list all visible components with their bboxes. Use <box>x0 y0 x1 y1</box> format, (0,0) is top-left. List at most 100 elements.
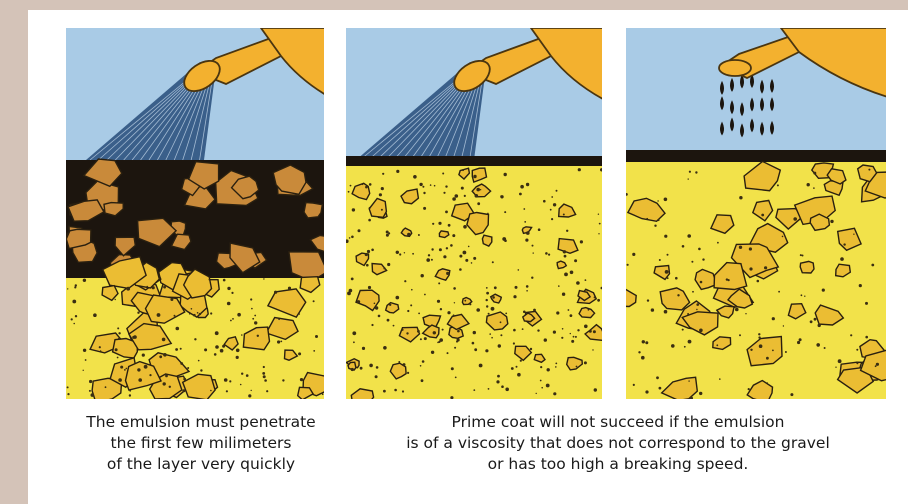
grain <box>699 392 702 395</box>
grain <box>424 294 426 296</box>
grain <box>505 388 509 392</box>
grain <box>91 393 95 397</box>
grain <box>524 221 526 223</box>
grain <box>254 315 256 317</box>
grain <box>547 368 550 371</box>
grain <box>594 388 597 391</box>
grain <box>573 336 575 338</box>
grain <box>187 367 189 369</box>
grain <box>513 329 516 332</box>
grain <box>174 315 176 317</box>
grain <box>378 315 381 318</box>
grain <box>766 382 768 384</box>
grain <box>800 254 802 256</box>
grain <box>197 312 199 314</box>
grain <box>442 329 444 331</box>
grain <box>142 354 145 357</box>
grain <box>85 359 87 361</box>
grain <box>735 308 739 312</box>
grain <box>530 348 532 350</box>
grain <box>455 194 459 198</box>
grain <box>492 296 495 299</box>
grain <box>351 278 354 281</box>
grain <box>759 344 763 348</box>
grain <box>745 313 746 314</box>
grain <box>180 362 183 365</box>
grain <box>440 308 442 310</box>
grain <box>402 390 404 392</box>
grain <box>117 327 119 329</box>
grain <box>675 277 678 280</box>
grain <box>553 331 556 334</box>
grain <box>439 338 443 342</box>
stone <box>386 303 399 313</box>
grain <box>688 380 689 381</box>
grain <box>165 375 168 378</box>
grain <box>813 172 816 175</box>
grain <box>454 347 456 349</box>
grain <box>252 318 254 320</box>
grain <box>386 234 389 237</box>
grain <box>749 247 752 250</box>
grain <box>407 310 409 312</box>
grain <box>473 331 476 334</box>
grain <box>362 347 365 350</box>
grain <box>73 323 75 325</box>
grain <box>124 369 126 371</box>
grain <box>129 390 131 392</box>
grain <box>352 331 356 335</box>
grain <box>452 234 455 237</box>
grain <box>126 368 128 370</box>
grain <box>222 345 225 348</box>
grain <box>517 373 521 377</box>
grain <box>278 319 280 321</box>
caption-line: the first few milimeters <box>36 433 366 454</box>
grain <box>533 252 534 253</box>
grain <box>418 313 420 315</box>
grain <box>664 310 668 314</box>
grain <box>299 313 301 315</box>
grain <box>526 231 530 235</box>
grain <box>664 235 667 238</box>
grain <box>215 331 219 335</box>
grain <box>424 337 427 340</box>
grain <box>231 292 233 294</box>
grain <box>298 352 301 355</box>
grain <box>813 187 815 189</box>
grain <box>657 219 659 221</box>
grain <box>645 341 648 344</box>
grain <box>865 336 868 339</box>
grain <box>447 311 450 314</box>
grain <box>227 302 231 306</box>
grain <box>516 366 518 368</box>
grain <box>778 291 780 293</box>
grain <box>574 259 577 262</box>
surface-black-film <box>626 150 886 162</box>
grain <box>717 242 719 244</box>
grain <box>797 341 800 344</box>
grain <box>804 296 805 297</box>
grain <box>348 191 350 193</box>
grain <box>434 185 436 187</box>
grain <box>656 376 659 379</box>
grain <box>349 289 353 293</box>
grain <box>477 202 480 205</box>
grain <box>394 389 397 392</box>
grain <box>876 363 879 366</box>
grain <box>412 253 414 255</box>
grain <box>667 254 669 256</box>
grain <box>170 298 173 301</box>
grain <box>473 175 476 178</box>
grain <box>118 378 122 382</box>
grain <box>785 351 787 353</box>
grain <box>526 183 529 186</box>
grain <box>214 353 217 356</box>
caption-line: of the layer very quickly <box>36 454 366 475</box>
grain <box>445 185 447 187</box>
grain <box>835 367 836 368</box>
grain <box>420 338 422 340</box>
grain <box>237 313 241 317</box>
grain <box>396 170 399 173</box>
grain <box>362 183 364 185</box>
grain <box>445 211 448 214</box>
